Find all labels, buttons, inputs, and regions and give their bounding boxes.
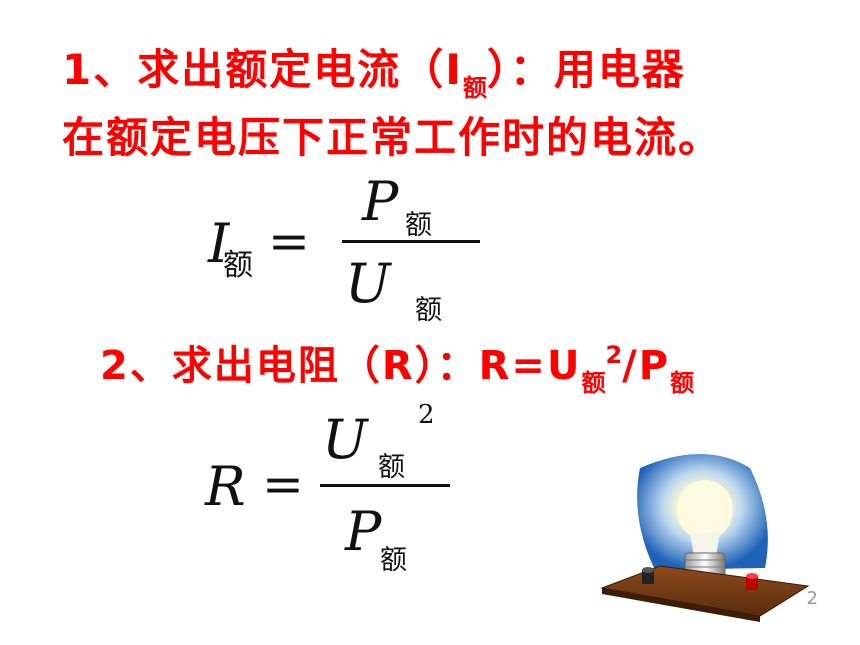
bulb-glass [677, 480, 733, 540]
terminal-right-cap [746, 573, 758, 579]
formula-current-denominator: U [345, 252, 391, 315]
heading-rated-current-text-b: ）：用电器 [486, 45, 686, 94]
page-number: 2 [806, 588, 818, 609]
formula-current-equals: = [268, 212, 310, 270]
heading-rated-current-definition: 在额定电压下正常工作时的电流。 [62, 113, 723, 162]
formula-resistance-denominator-sub: 额 [380, 545, 407, 576]
formula-resistance-lhs: R [205, 455, 246, 518]
formula-current-lhs-sub: 额 [223, 248, 253, 283]
formula-resistance-fraction-bar [320, 484, 450, 487]
formula-current-numerator-sub: 额 [405, 210, 432, 241]
heading-resistance-text-b: /P [622, 343, 671, 389]
terminal-left-cap [642, 567, 654, 573]
heading-rated-current-subscript: 额 [462, 74, 487, 102]
bulb-neck [690, 533, 720, 556]
heading-resistance-superscript: 2 [605, 341, 623, 369]
heading-resistance-text-a: 2、求出电阻（R）：R=U [100, 343, 582, 389]
terminal-left [642, 570, 654, 584]
formula-resistance-denominator: P [345, 500, 382, 563]
heading-rated-current: 1、求出额定电流（I额）：用电器 [62, 36, 686, 103]
formula-current-fraction-bar [342, 240, 480, 243]
heading-resistance-subscript-2: 额 [670, 369, 695, 397]
formula-current-numerator: P [362, 170, 399, 233]
wooden-base-edge [602, 588, 760, 622]
heading-resistance: 2、求出电阻（R）：R=U额2/P额 [100, 333, 694, 398]
heading-resistance-subscript-1: 额 [581, 369, 606, 397]
formula-current-denominator-sub: 额 [415, 295, 442, 326]
light-bulb-illustration [600, 454, 810, 622]
formula-resistance-numerator: U [322, 408, 368, 471]
formula-resistance-equals: = [262, 455, 304, 513]
formula-resistance-numerator-sub: 额 [378, 452, 405, 483]
terminal-right [746, 576, 758, 590]
formula-current-lhs: I [208, 212, 230, 275]
formula-resistance-numerator-sup: 2 [418, 400, 435, 430]
heading-rated-current-text-a: 1、求出额定电流（I [62, 45, 463, 94]
